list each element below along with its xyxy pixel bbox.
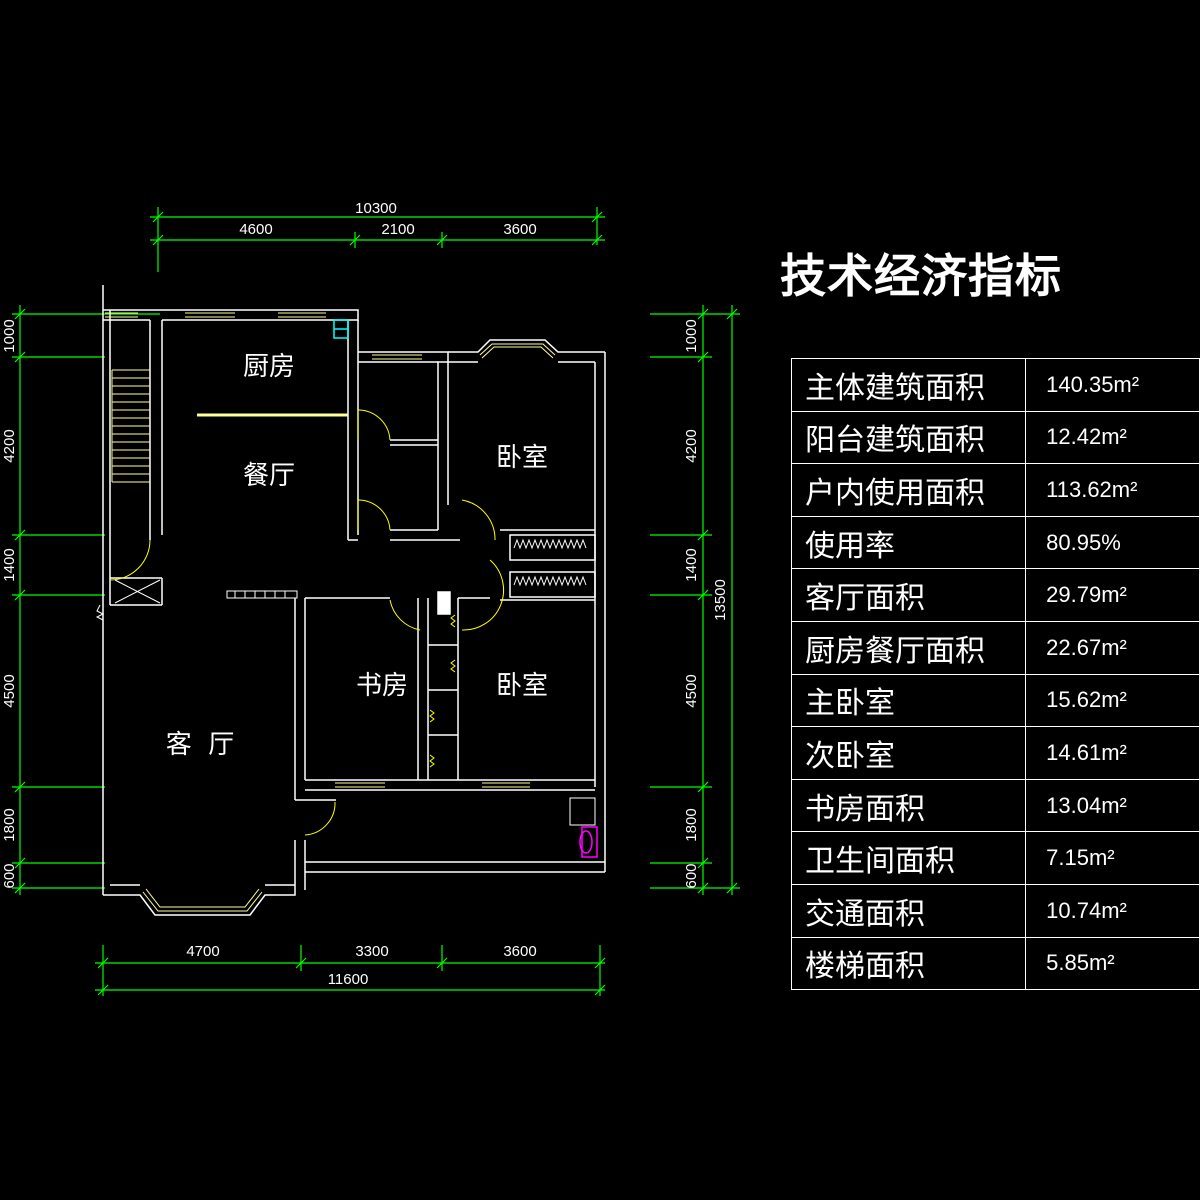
indicator-value: 5.85m² — [1025, 936, 1200, 991]
dim-right-segment: 1000 — [683, 319, 700, 352]
dim-bottom-segment: 4700 — [186, 943, 219, 960]
dim-left-segment: 1800 — [1, 808, 18, 841]
indicator-value: 29.79m² — [1025, 568, 1200, 622]
indicator-value: 13.04m² — [1025, 778, 1200, 833]
indicator-value: 22.67m² — [1025, 620, 1200, 675]
dim-top-total: 10300 — [355, 200, 397, 217]
indicator-label: 次卧室 — [790, 726, 1027, 780]
room-label-kitchen: 厨房 — [243, 352, 295, 382]
dim-right-segment: 4500 — [683, 674, 700, 707]
dim-right-segment: 600 — [683, 863, 700, 888]
indicator-label: 阳台建筑面积 — [790, 410, 1027, 465]
floor-plan-drawing: 10300 4600 2100 3600 4700 3300 3600 1160… — [1, 200, 740, 996]
walls — [102, 285, 606, 916]
room-label-living: 客 厅 — [166, 730, 235, 760]
dim-left-segment: 1000 — [1, 319, 18, 352]
dim-bottom-total: 11600 — [328, 971, 369, 988]
indicator-label: 客厅面积 — [790, 568, 1027, 622]
indicator-label: 使用率 — [790, 515, 1027, 570]
dim-left-segment: 600 — [1, 863, 18, 888]
indicator-value: 12.42m² — [1025, 410, 1200, 465]
dim-top-segment: 2100 — [381, 221, 414, 238]
indicator-label: 楼梯面积 — [790, 936, 1027, 991]
room-label-bedroom-lower: 卧室 — [496, 671, 548, 701]
room-label-bedroom-upper: 卧室 — [496, 443, 548, 473]
fixtures — [95, 319, 598, 858]
indicator-label: 主体建筑面积 — [790, 358, 1027, 412]
dim-top-segment: 4600 — [239, 221, 272, 238]
indicator-value: 14.61m² — [1025, 726, 1200, 780]
dim-left-segment: 4200 — [1, 429, 18, 462]
dim-left-segment: 4500 — [1, 674, 18, 707]
indicator-value: 7.15m² — [1025, 831, 1200, 885]
indicator-label: 卫生间面积 — [790, 831, 1027, 885]
windows — [105, 312, 556, 912]
dimension-lines — [12, 207, 740, 996]
room-label-dining: 餐厅 — [243, 461, 295, 491]
dim-right-total: 13500 — [712, 579, 729, 621]
dim-right-segment: 4200 — [683, 429, 700, 462]
dim-right-segment: 1800 — [683, 808, 700, 841]
room-label-study: 书房 — [356, 671, 408, 701]
indicator-label: 户内使用面积 — [790, 463, 1027, 517]
dim-right-segment: 1400 — [683, 548, 700, 581]
dim-top-segment: 3600 — [503, 221, 536, 238]
indicator-value: 15.62m² — [1025, 673, 1200, 728]
indicator-label: 厨房餐厅面积 — [790, 620, 1027, 675]
indicator-label: 主卧室 — [790, 673, 1027, 728]
dim-bottom-segment: 3600 — [503, 943, 536, 960]
doors — [109, 409, 505, 836]
indicator-value: 113.62m² — [1025, 463, 1200, 517]
indicator-value: 80.95% — [1025, 515, 1200, 570]
dim-bottom-segment: 3300 — [355, 943, 388, 960]
indicator-label: 交通面积 — [790, 883, 1027, 938]
indicator-value: 10.74m² — [1025, 883, 1200, 938]
page-title: 技术经济指标 — [780, 249, 1062, 303]
dim-left-segment: 1400 — [1, 548, 18, 581]
indicator-label: 书房面积 — [790, 778, 1027, 833]
indicator-value: 140.35m² — [1025, 358, 1200, 412]
